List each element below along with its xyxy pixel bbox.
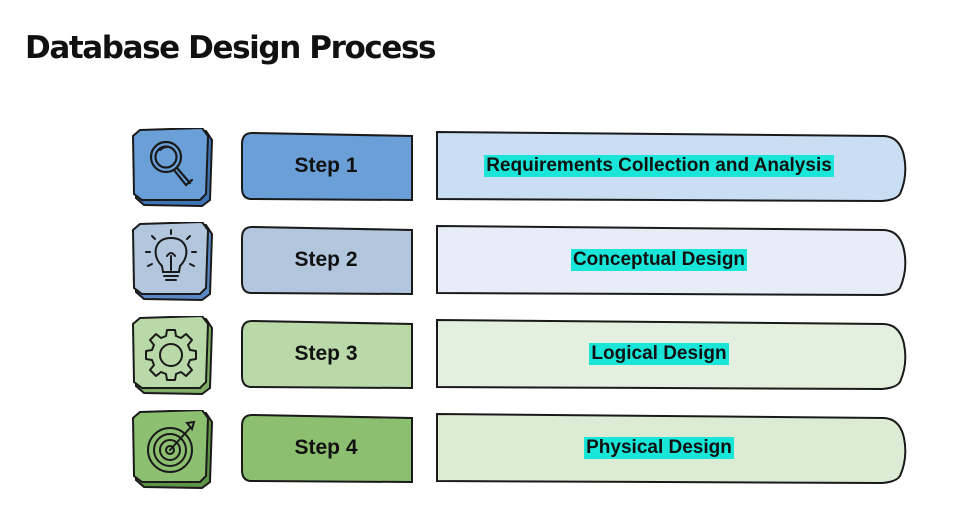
description-box-1: Requirements Collection and Analysis bbox=[434, 130, 912, 202]
target-icon bbox=[130, 410, 214, 490]
step-row-4: Step 4 Physical Design bbox=[0, 410, 978, 490]
step-box-4: Step 4 bbox=[238, 412, 414, 484]
page-title: Database Design Process bbox=[25, 30, 436, 66]
step-label: Step 4 bbox=[294, 436, 358, 459]
step-label: Step 3 bbox=[294, 342, 358, 365]
step-row-2: Step 2 Conceptual Design bbox=[0, 222, 978, 302]
lightbulb-icon bbox=[130, 222, 214, 302]
step-box-3: Step 3 bbox=[238, 318, 414, 390]
magnifier-icon bbox=[130, 128, 214, 208]
description-box-3: Logical Design bbox=[434, 318, 912, 390]
description-label: Physical Design bbox=[584, 437, 734, 459]
step-row-1: Step 1 Requirements Collection and Analy… bbox=[0, 128, 978, 208]
description-label: Requirements Collection and Analysis bbox=[484, 155, 834, 177]
step-label: Step 2 bbox=[294, 248, 358, 271]
description-box-4: Physical Design bbox=[434, 412, 912, 484]
gear-icon bbox=[130, 316, 214, 396]
step-label: Step 1 bbox=[294, 154, 358, 177]
step-box-2: Step 2 bbox=[238, 224, 414, 296]
description-box-2: Conceptual Design bbox=[434, 224, 912, 296]
step-row-3: Step 3 Logical Design bbox=[0, 316, 978, 396]
description-label: Logical Design bbox=[589, 343, 729, 365]
step-box-1: Step 1 bbox=[238, 130, 414, 202]
description-label: Conceptual Design bbox=[570, 249, 748, 271]
